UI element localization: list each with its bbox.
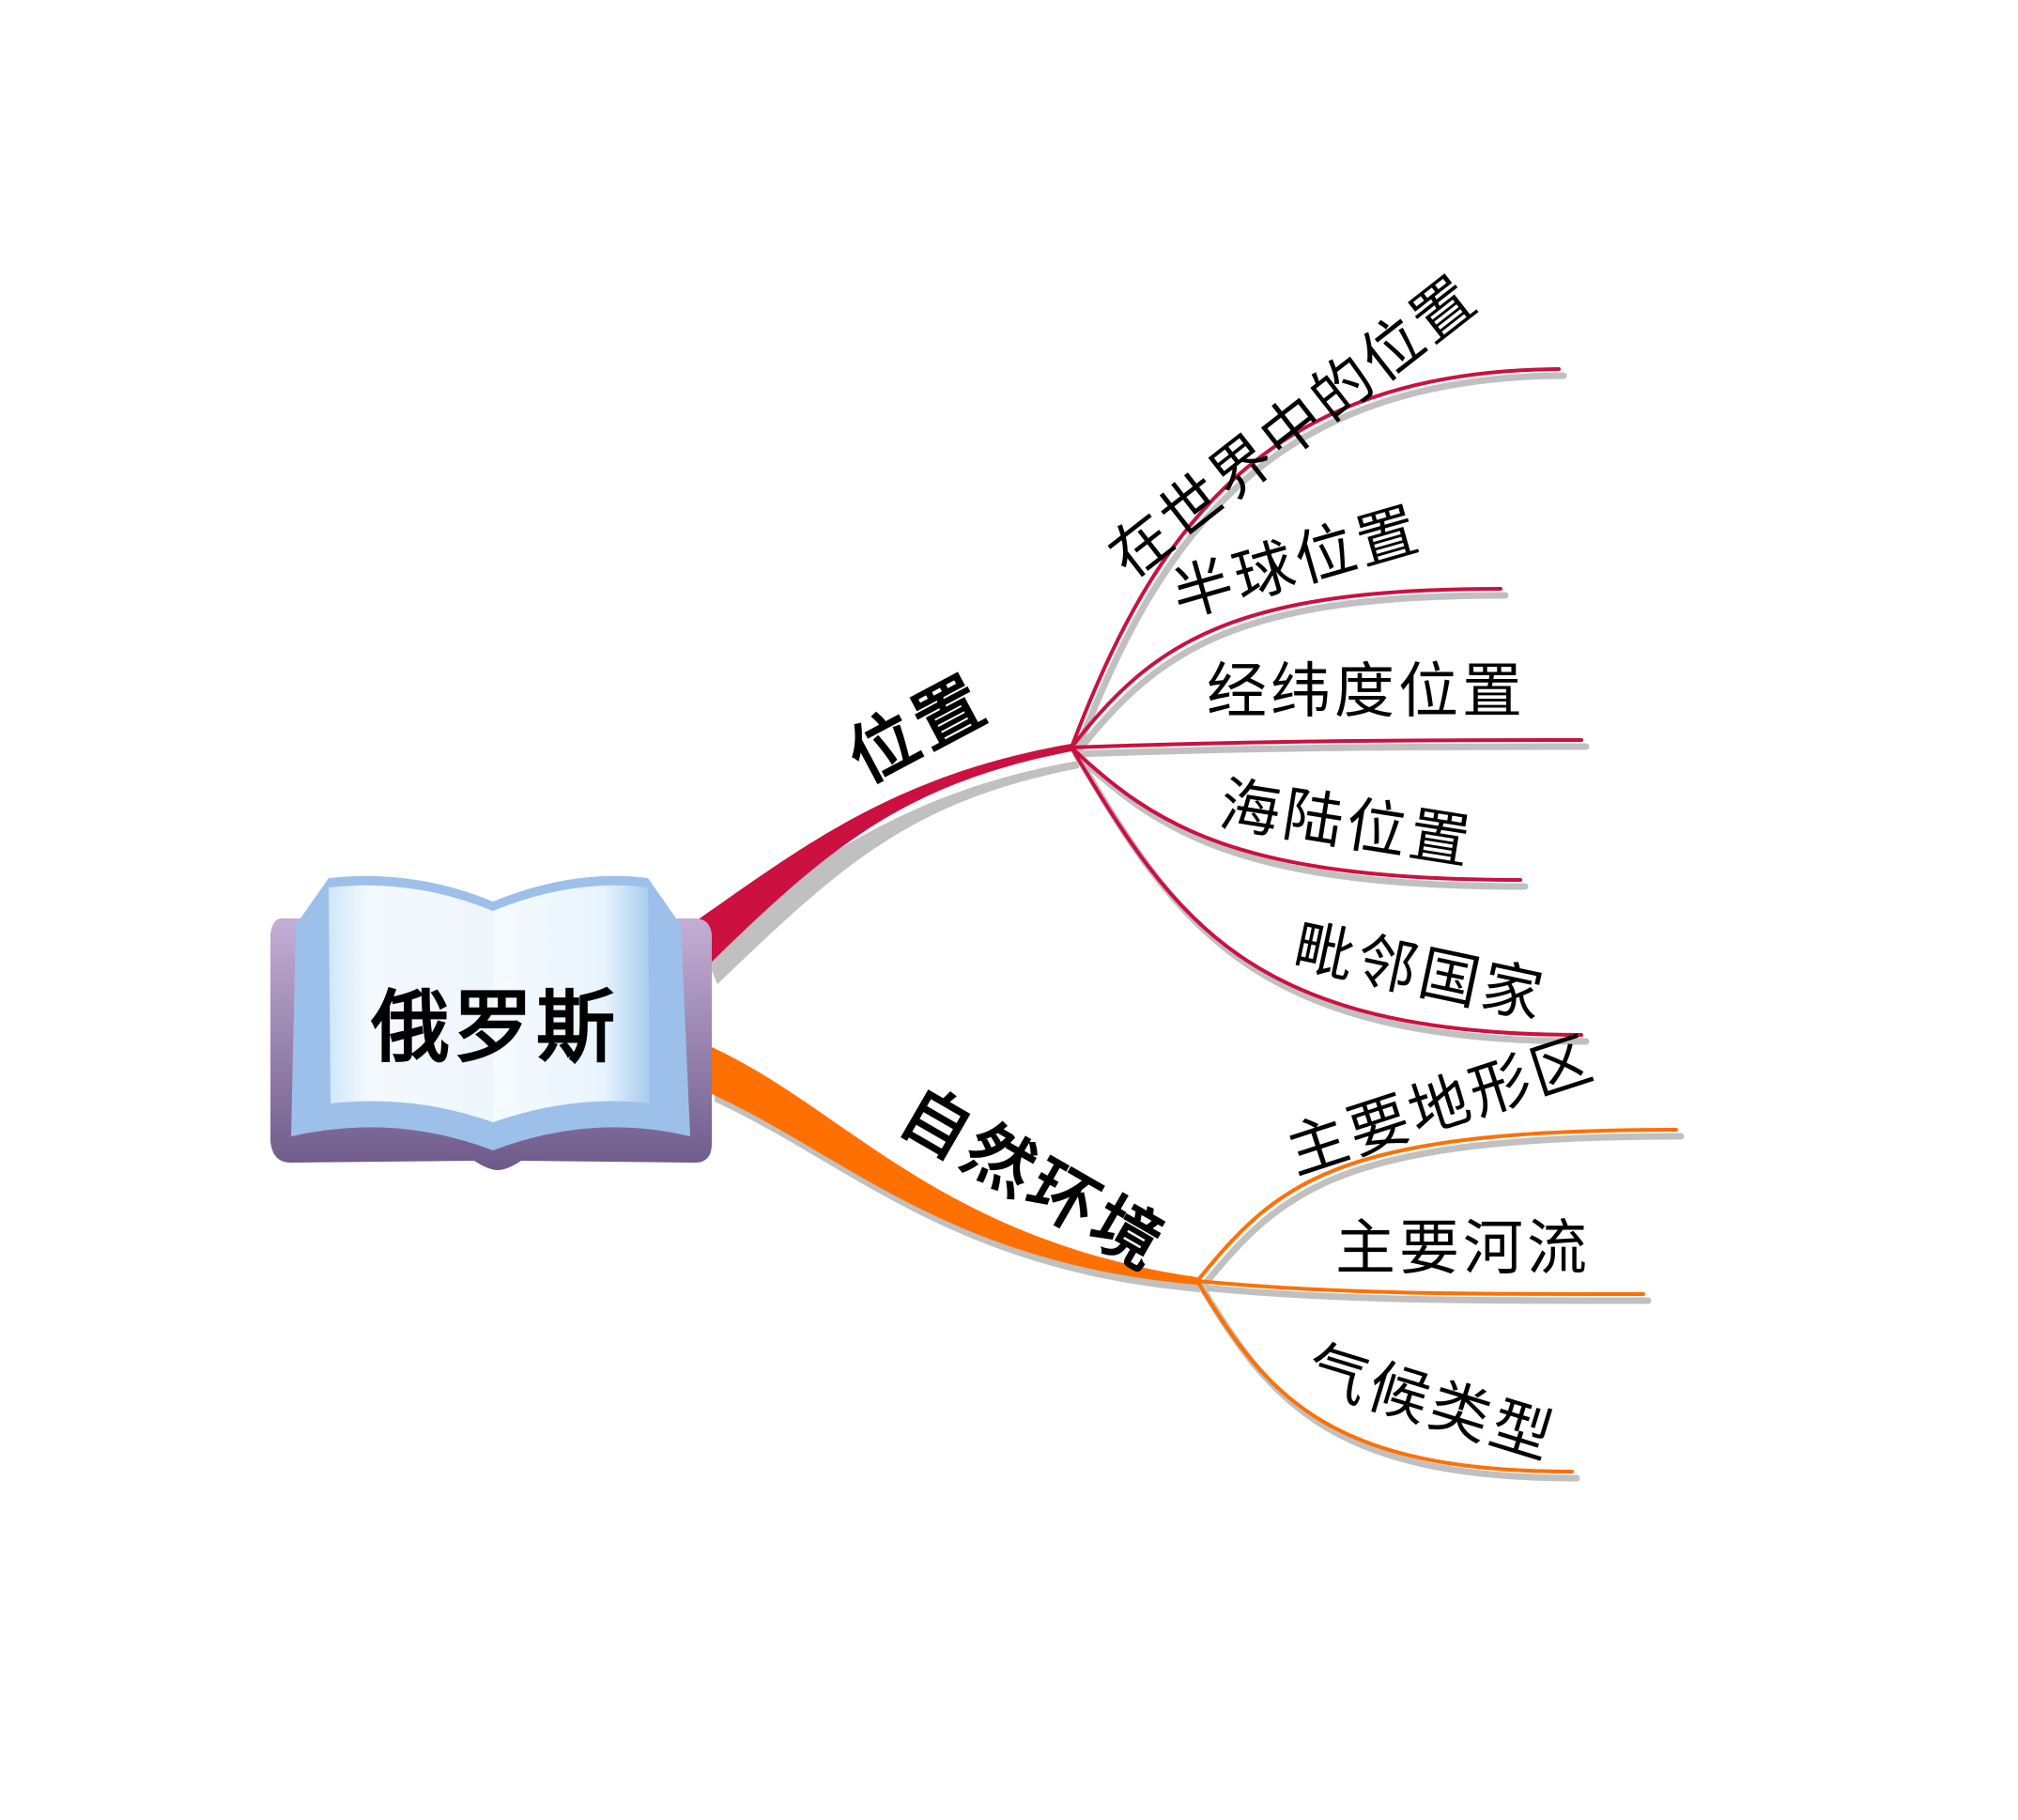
connector-latlong-position bbox=[1070, 738, 1583, 749]
branch-position-connectors bbox=[690, 367, 1590, 1045]
branch-nature-connectors bbox=[712, 1047, 1685, 1482]
connector-sea-land-position bbox=[1070, 746, 1522, 882]
topic-rivers[interactable]: 主要河流 bbox=[1335, 1214, 1591, 1284]
connector-landforms bbox=[1195, 1128, 1678, 1283]
topic-latlong-position[interactable]: 经纬度位置 bbox=[1207, 657, 1526, 727]
connector-hemisphere-position bbox=[1070, 587, 1502, 749]
connector-climate bbox=[1195, 1279, 1574, 1473]
connector-world-position bbox=[1070, 367, 1561, 749]
open-book-icon bbox=[270, 875, 712, 1170]
branch-position-shadow bbox=[700, 761, 1079, 984]
root-topic[interactable]: 俄罗斯 bbox=[371, 980, 620, 1073]
connector-neighbors bbox=[1070, 746, 1583, 1037]
connector-rivers bbox=[1195, 1279, 1645, 1296]
branch-position-trunk bbox=[690, 744, 1071, 967]
